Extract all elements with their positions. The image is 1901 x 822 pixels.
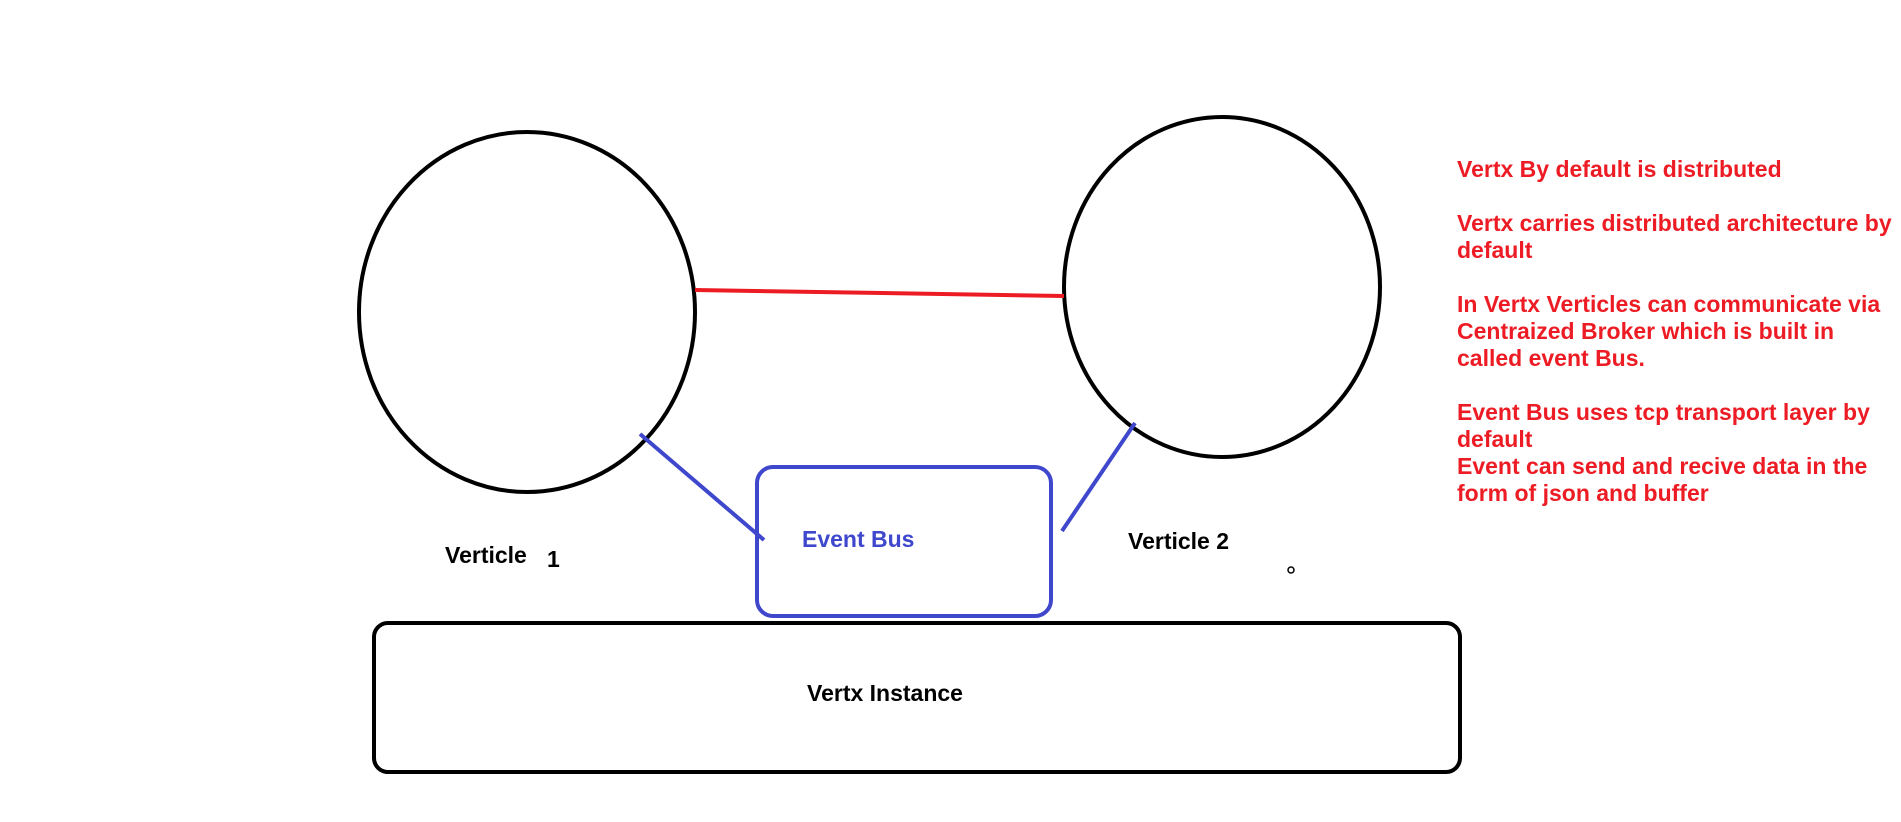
verticle-1-circle: [357, 130, 697, 494]
note-event-bus-broker: In Vertx Verticles can communicate via C…: [1457, 291, 1881, 371]
stray-dot: [1287, 566, 1295, 574]
event-bus-label: Event Bus: [802, 526, 915, 552]
notes-panel: Vertx By default is distributed Vertx ca…: [1457, 156, 1897, 507]
note-distributed: Vertx By default is distributed: [1457, 156, 1782, 182]
note-json-buffer: Event can send and recive data in the fo…: [1457, 453, 1868, 506]
note-architecture: Vertx carries distributed architecture b…: [1457, 210, 1892, 263]
vertx-instance-box: [372, 621, 1462, 774]
vertx-instance-label: Vertx Instance: [807, 680, 963, 706]
verticle-2-label: Verticle 2: [1128, 528, 1230, 554]
verticle-2-circle: [1062, 115, 1382, 459]
note-tcp-transport: Event Bus uses tcp transport layer by de…: [1457, 399, 1870, 452]
event-bus-box: [755, 465, 1053, 618]
verticle-1-number: 1: [547, 546, 560, 572]
verticle-2-bus-connector: [1060, 421, 1137, 533]
verticle-1-bus-connector: [638, 432, 766, 542]
verticle-1-label: Verticle: [445, 542, 527, 568]
verticle-link-line: [694, 288, 1065, 298]
